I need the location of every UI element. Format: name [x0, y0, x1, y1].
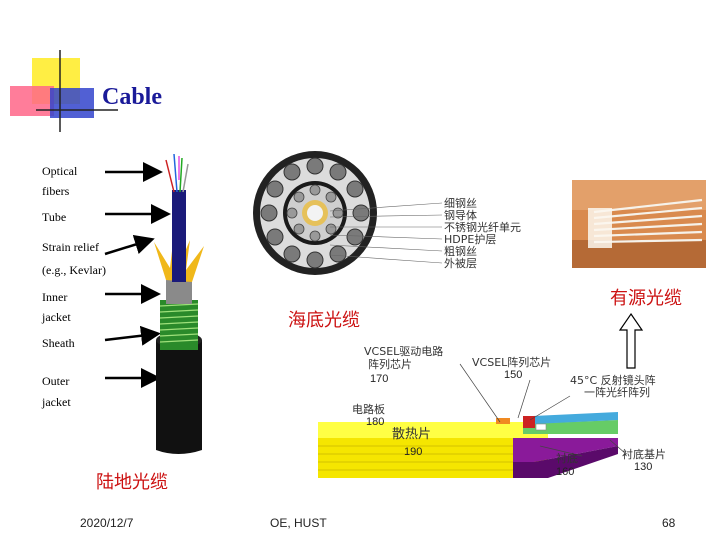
- schematic-leader-lines: [400, 360, 650, 460]
- legend-thick-steel: 粗钢丝: [444, 245, 477, 258]
- label-fibers: fibers: [42, 184, 70, 198]
- label-board-num: 180: [366, 416, 385, 428]
- label-driver: VCSEL驱动电路: [364, 345, 444, 358]
- legend-hdpe: HDPE护层: [444, 233, 497, 246]
- label-strain-relief: Strain relief: [42, 240, 99, 254]
- active-cable-photo: [572, 180, 706, 268]
- label-board: 电路板: [352, 403, 385, 416]
- legend-thin-steel: 细钢丝: [444, 197, 477, 210]
- label-base: 衬底基片: [622, 448, 666, 461]
- label-fiber-array: 一阵光纤阵列: [584, 386, 650, 399]
- legend-conductor: 钢导体: [444, 209, 477, 222]
- up-arrow-icon: [618, 312, 644, 370]
- corner-decoration: [0, 0, 120, 140]
- label-base-num: 130: [634, 461, 653, 473]
- legend-steel-unit: 不锈钢光纤单元: [444, 221, 521, 234]
- label-driver-num: 170: [370, 373, 389, 385]
- label-vcsel-num: 150: [504, 369, 523, 381]
- label-sheath: Sheath: [42, 336, 75, 350]
- label-outer: Outer: [42, 374, 70, 388]
- label-mirror: 45°C 反射镜头阵: [570, 374, 656, 387]
- label-inner-jacket: jacket: [42, 310, 71, 324]
- page-title: Cable: [102, 84, 162, 110]
- footer-center: OE, HUST: [270, 516, 327, 530]
- footer-date: 2020/12/7: [80, 516, 134, 530]
- label-kevlar: (e.g., Kevlar): [42, 263, 106, 277]
- label-driver-chip: 阵列芯片: [368, 358, 412, 371]
- land-cable-illustration: [100, 150, 220, 460]
- footer-page-number: 68: [662, 516, 676, 530]
- label-heatsink: 散热片: [392, 427, 432, 442]
- active-cable-caption: 有源光缆: [610, 288, 682, 309]
- submarine-cable-caption: 海底光缆: [288, 310, 360, 331]
- land-cable-caption: 陆地光缆: [96, 472, 168, 493]
- submarine-leader-lines: [329, 195, 443, 275]
- legend-outer-layer: 外被层: [444, 257, 477, 270]
- label-vcsel-chip: VCSEL阵列芯片: [472, 356, 552, 369]
- label-substrate-num: 160: [556, 466, 575, 478]
- label-outer-jacket: jacket: [42, 395, 71, 409]
- label-heatsink-num: 190: [404, 446, 423, 458]
- label-optical: Optical: [42, 164, 78, 178]
- label-tube: Tube: [42, 210, 67, 224]
- active-cable-schematic: [318, 398, 638, 490]
- submarine-cable-crosssection: [250, 148, 380, 278]
- label-substrate: 衬底: [556, 452, 578, 465]
- label-inner: Inner: [42, 290, 68, 304]
